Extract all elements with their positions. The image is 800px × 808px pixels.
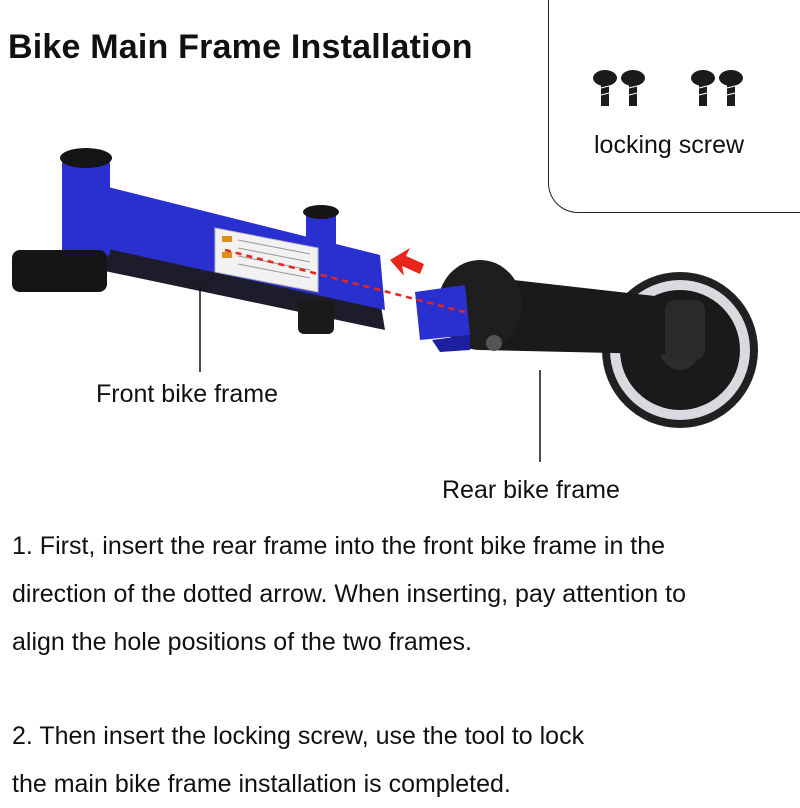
front-bike-frame-image: [12, 148, 385, 334]
rear-bike-frame-image: [415, 260, 758, 428]
screw-callout-box: [548, 0, 800, 213]
insert-direction-dotted-line: [224, 248, 466, 314]
step-1-line-2: direction of the dotted arrow. When inse…: [12, 580, 687, 608]
step-2-line-1: 2. Then insert the locking screw, use th…: [12, 722, 585, 750]
step-2-line-2: the main bike frame installation is comp…: [12, 770, 511, 798]
step-1-line-3: align the hole positions of the two fram…: [12, 628, 472, 656]
instruction-step-1: 1. First, insert the rear frame into the…: [12, 522, 800, 666]
insert-direction-arrow-icon: [390, 248, 424, 276]
frame-illustration: [12, 148, 758, 462]
locking-screw-icon: [593, 70, 617, 106]
locking-screw-icon: [719, 70, 743, 106]
locking-screw-icon: [691, 70, 715, 106]
page-title: Bike Main Frame Installation: [8, 28, 473, 66]
front-bike-frame-label: Front bike frame: [96, 380, 279, 408]
rear-bike-frame-label: Rear bike frame: [442, 476, 620, 504]
locking-screw-label: locking screw: [594, 131, 745, 159]
instruction-step-2: 2. Then insert the locking screw, use th…: [12, 712, 800, 808]
locking-screw-icon: [621, 70, 645, 106]
locking-screws-illustration: [593, 70, 743, 106]
step-1-line-1: 1. First, insert the rear frame into the…: [12, 532, 666, 560]
